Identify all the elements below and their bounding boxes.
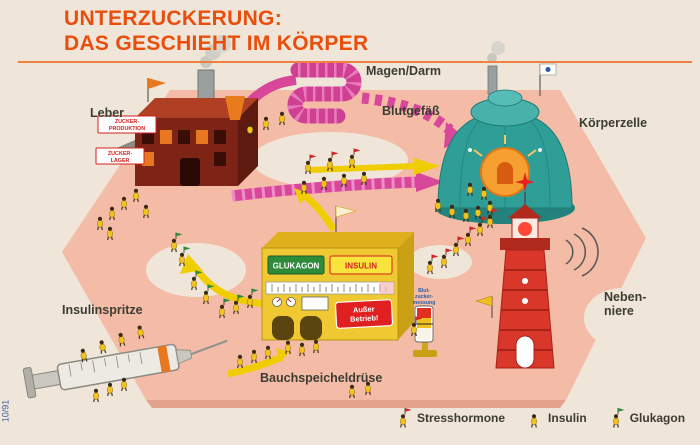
pancreas-building: GLUKAGON INSULIN Außer Betrieb! [261, 205, 414, 341]
legend-item-glukagon: Glukagon [607, 406, 685, 430]
adrenal-lighthouse [475, 172, 599, 369]
pancreas-sign-glukagon: GLUKAGON [267, 255, 325, 275]
pancreas-sign-insulin: INSULIN [329, 255, 393, 275]
glukagon-icon [607, 406, 625, 430]
out-of-order-line2: Betrieb! [350, 313, 379, 323]
legend-item-insulin: Insulin [525, 406, 587, 430]
legend-label-stresshormone: Stresshormone [417, 411, 506, 425]
liver-sign-production-line1: ZUCKER- [115, 119, 139, 125]
page-title-line1: UNTERZUCKERUNG: [64, 7, 282, 30]
label-body-cell: Körperzelle [579, 116, 648, 130]
stresshormone-icon [394, 406, 412, 430]
meter-label-line3: messung [413, 300, 436, 306]
stomach-coil [287, 62, 362, 124]
blood-sugar-scale [265, 281, 395, 295]
label-syringe: Insulinspritze [62, 303, 143, 317]
insulin-sign-text: INSULIN [345, 262, 377, 271]
signal-waves-icon [565, 227, 599, 277]
legend-label-glukagon: Glukagon [629, 411, 686, 425]
page-title: UNTERZUCKERUNG: DAS GESCHIEHT IM KÖRPER [64, 6, 368, 56]
liver-factory: ZUCKER- PRODUKTION ZUCKER- LAGER [95, 35, 258, 186]
insulin-icon [530, 413, 538, 429]
edition-code: 10/91 [0, 399, 11, 423]
liver-sign-production-line2: PRODUKTION [109, 126, 145, 132]
meter-label-line2: zucker- [415, 294, 433, 300]
liver-sign-production: ZUCKER- PRODUKTION [97, 115, 157, 134]
label-adrenal: Neben- niere [604, 290, 647, 318]
out-of-order-line1: Außer [353, 304, 375, 314]
glukagon-sign-text: GLUKAGON [273, 262, 320, 271]
legend-label-insulin: Insulin [548, 411, 587, 425]
out-of-order-sign: Außer Betrieb! [334, 299, 394, 329]
legend-item-stresshormone: Stresshormone [394, 406, 505, 430]
liver-sign-storage-line2: LAGER [111, 158, 130, 164]
label-pancreas: Bauchspeicheldrüse [260, 371, 383, 385]
label-stomach: Magen/Darm [366, 64, 442, 78]
label-liver: Leber [90, 106, 125, 120]
liver-sign-storage: ZUCKER- LAGER [95, 147, 145, 165]
page-title-line2: DAS GESCHIEHT IM KÖRPER [64, 32, 369, 55]
legend: Stresshormone Insulin Glukagon [394, 406, 685, 430]
insulin-syringe [22, 324, 228, 399]
label-blood-vessel: Blutgefäß [382, 104, 440, 118]
liver-sign-storage-line1: ZUCKER- [108, 151, 132, 157]
blood-glucose-meter: Blut- zucker- messung [413, 288, 437, 357]
title-divider [18, 61, 692, 63]
meter-label-line1: Blut- [418, 288, 430, 294]
